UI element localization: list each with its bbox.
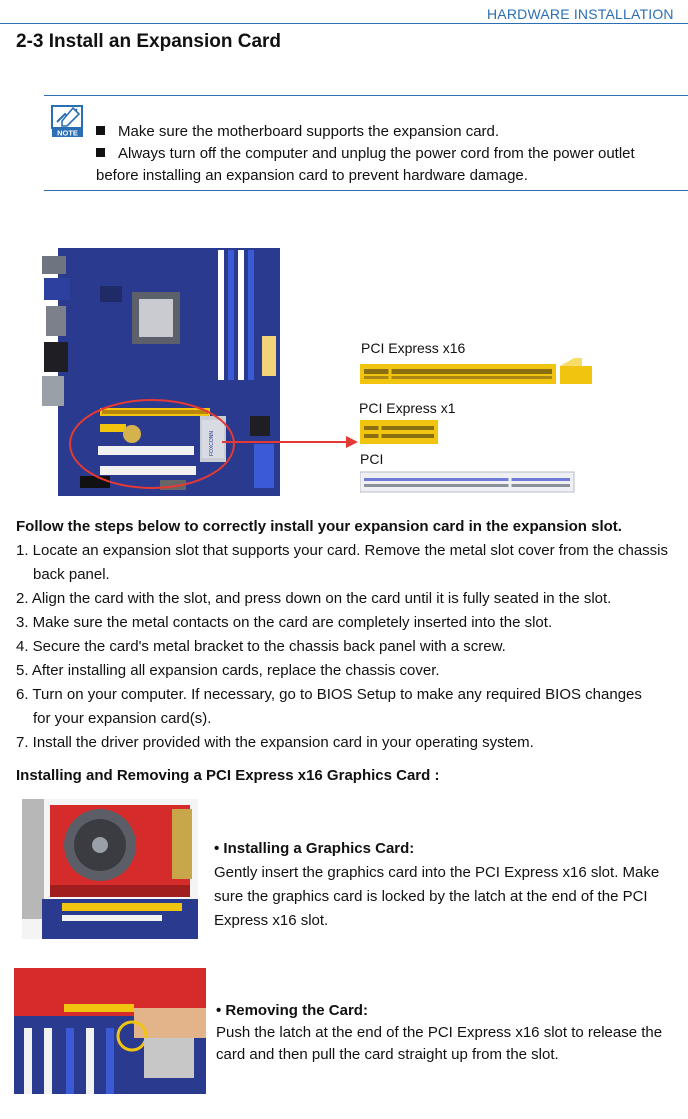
step-item-continued: for your expansion card(s). (33, 710, 212, 727)
install-heading: • Installing a Graphics Card: (214, 840, 415, 857)
note-icon: NOTE (51, 105, 83, 138)
page-title: 2-3 Install an Expansion Card (16, 31, 282, 52)
note-text: Make sure the motherboard supports the e… (118, 123, 500, 140)
slot-label-pcie-x1: PCI Express x1 (359, 400, 456, 416)
section-header: HARDWARE INSTALLATION (487, 6, 674, 22)
pci-slot-image (360, 471, 575, 493)
remove-heading: • Removing the Card: (216, 1002, 368, 1019)
callout-arrow (222, 436, 358, 448)
install-graphics-card-photo (22, 799, 198, 939)
step-item: 7. Install the driver provided with the … (16, 734, 534, 751)
step-item: 5. After installing all expansion cards,… (16, 662, 440, 679)
graphics-card-section-title: Installing and Removing a PCI Express x1… (16, 767, 440, 784)
step-item: 3. Make sure the metal contacts on the c… (16, 614, 553, 631)
remove-graphics-card-photo (14, 968, 206, 1094)
header-rule (0, 23, 688, 24)
install-text: Gently insert the graphics card into the… (214, 864, 660, 881)
remove-text: card and then pull the card straight up … (216, 1046, 559, 1063)
remove-text: Push the latch at the end of the PCI Exp… (216, 1024, 663, 1041)
steps-title: Follow the steps below to correctly inst… (16, 518, 622, 535)
step-item: 1. Locate an expansion slot that support… (16, 542, 668, 559)
note-text: Always turn off the computer and unplug … (118, 145, 635, 162)
note-bottom-rule (44, 190, 688, 191)
slot-label-pci: PCI (360, 451, 384, 467)
note-item: Always turn off the computer and unplug … (96, 143, 635, 165)
step-item: 6. Turn on your computer. If necessary, … (16, 686, 642, 703)
note-text: before installing an expansion card to p… (96, 167, 528, 184)
pcie-x16-slot-image (360, 358, 592, 384)
bullet-icon (96, 126, 105, 135)
slot-label-pcie-x16: PCI Express x16 (361, 340, 466, 356)
note-item: Make sure the motherboard supports the e… (96, 121, 499, 143)
step-item-continued: back panel. (33, 566, 110, 583)
step-item: 4. Secure the card's metal bracket to th… (16, 638, 506, 655)
note-top-rule (44, 95, 688, 96)
note-icon-label: NOTE (57, 129, 78, 138)
bullet-icon (96, 148, 105, 157)
board-brand: FOXCONN (209, 431, 215, 456)
install-text: sure the graphics card is locked by the … (214, 888, 648, 905)
step-item: 2. Align the card with the slot, and pre… (16, 590, 612, 607)
pcie-x1-slot-image (360, 420, 438, 444)
motherboard-image: FOXCONN (40, 246, 282, 498)
install-text: Express x16 slot. (214, 912, 329, 929)
